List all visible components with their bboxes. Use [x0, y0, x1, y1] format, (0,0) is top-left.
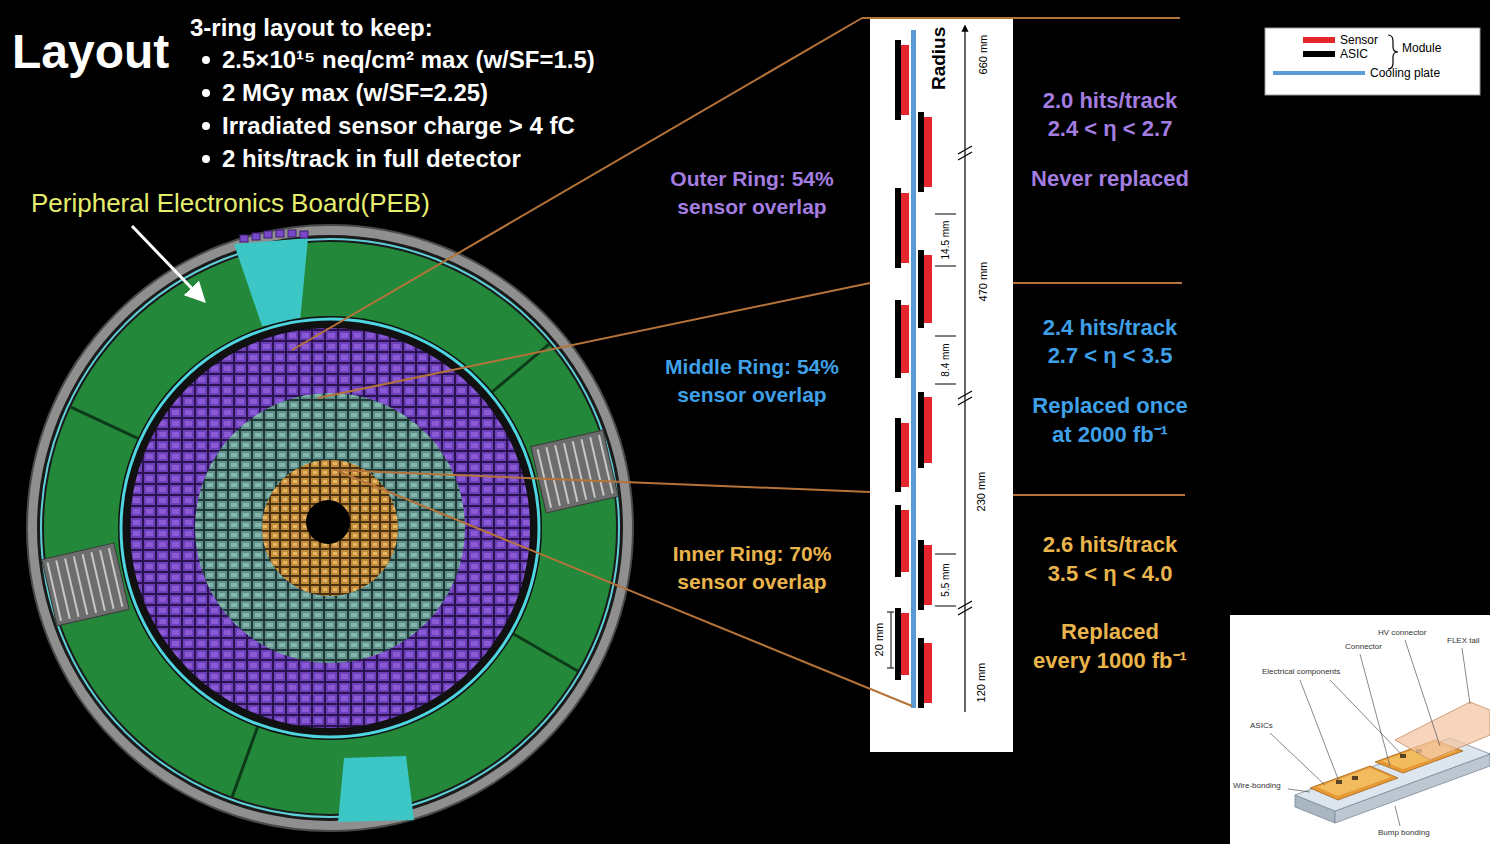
legend-text: ASIC — [1340, 47, 1368, 61]
dimension-label: 20 mm — [873, 623, 886, 657]
hits-note: 2.0 hits/track — [1043, 88, 1178, 114]
dimension-label: 470 mm — [977, 262, 990, 302]
detector-disk — [27, 225, 633, 831]
legend-swatch — [1303, 51, 1335, 57]
hits-note: 2.4 hits/track — [1043, 315, 1178, 341]
side-view-panel: Radius 660 mm 14.5 mm 470 mm 8.4 mm 230 mm 5.5… — [870, 18, 1013, 752]
slide-title: Layout — [12, 28, 169, 76]
requirement-item: 2.5×10¹⁵ neq/cm² max (w/SF=1.5) — [222, 46, 595, 75]
leader-line — [1013, 282, 1182, 284]
bullet-dots — [202, 56, 210, 163]
ring-label: Inner Ring: 70% sensor overlap — [649, 540, 856, 597]
eta-range: 2.4 < η < 2.7 — [1048, 116, 1173, 142]
middle-ring-modules — [195, 393, 465, 663]
pointer-arrow — [132, 226, 203, 300]
ring-label: Outer Ring: 54% sensor overlap — [649, 165, 856, 222]
axis-breaks — [958, 146, 972, 615]
service-connector-left — [42, 543, 129, 626]
dimension-label: 14.5 mm — [940, 221, 952, 260]
divider — [232, 727, 257, 797]
rim-gap — [37, 235, 623, 821]
outer-rim — [27, 225, 633, 831]
list-heading: 3-ring layout to keep: — [190, 14, 433, 43]
part-label: Connector — [1345, 642, 1382, 652]
divider — [514, 634, 578, 671]
replacement-note: Never replaced — [1031, 166, 1189, 192]
right-modules — [918, 112, 932, 708]
leader-line — [862, 17, 1180, 19]
bullet — [202, 155, 210, 163]
legend-brace — [1388, 35, 1398, 69]
legend-group-label: Module — [1402, 41, 1441, 55]
bullet — [202, 122, 210, 130]
outer-cyan-ring — [41, 239, 619, 817]
bullet — [202, 56, 210, 64]
hits-note: 2.6 hits/track — [1043, 532, 1178, 558]
outer-ring-modules — [130, 328, 530, 728]
side-view-ground — [870, 18, 1013, 752]
cyan-gap-top — [234, 238, 308, 326]
left-modules — [895, 40, 909, 680]
legend-text: Sensor — [1340, 33, 1378, 47]
beam-hole — [306, 500, 350, 544]
replacement-note: Replaced once at 2000 fb⁻¹ — [1031, 392, 1190, 449]
requirement-item: 2 MGy max (w/SF=2.25) — [222, 79, 488, 108]
eta-range: 3.5 < η < 4.0 — [1048, 561, 1173, 587]
rim-boxes — [240, 230, 308, 242]
legend-swatch — [1303, 37, 1335, 43]
bullet — [202, 89, 210, 97]
dimension-label: 5.5 mm — [940, 563, 952, 596]
cooling-plate — [911, 30, 916, 708]
part-label: ASICs — [1250, 721, 1273, 731]
service-connector-right — [531, 430, 618, 513]
module-illustration-panel: FLEX tail HV connectorConnectorElectrical… — [1230, 615, 1490, 844]
radius-axis — [964, 26, 965, 712]
legend-text: Cooling plate — [1370, 66, 1440, 80]
dimension-label: 8.4 mm — [940, 343, 952, 376]
cyan-gap-bottom — [338, 756, 414, 822]
dimension-label: 120 mm — [975, 663, 988, 703]
requirement-item: Irradiated sensor charge > 4 fC — [222, 112, 575, 141]
inner-ring-modules — [262, 460, 398, 596]
replacement-note: Replaced every 1000 fb⁻¹ — [1032, 618, 1189, 675]
side-view-modules — [887, 26, 972, 712]
module-illustration-ground — [1230, 615, 1490, 844]
divider — [71, 407, 138, 438]
part-label: FLEX tail — [1447, 636, 1479, 646]
dimension-label: 660 mm — [977, 35, 990, 75]
eta-range: 2.7 < η < 3.5 — [1048, 343, 1173, 369]
part-label: HV connector — [1378, 628, 1426, 638]
leader-line — [340, 472, 912, 706]
callout-label: Peripheral Electronics Board(PEB) — [28, 188, 433, 219]
legend-box — [1265, 28, 1480, 95]
requirement-item: 2 hits/track in full detector — [222, 145, 521, 174]
part-label: Bump bonding — [1378, 828, 1430, 838]
part-label: Electrical components — [1262, 667, 1340, 677]
axis-label: Radius — [929, 26, 952, 89]
ring-label: Middle Ring: 54% sensor overlap — [649, 353, 856, 410]
gap-ticks — [887, 214, 956, 668]
leader-line — [333, 470, 870, 492]
dimension-label: 230 mm — [975, 472, 988, 512]
leader-line — [1013, 494, 1185, 496]
part-label: Wire-bonding — [1233, 781, 1281, 791]
legend-swatch — [1273, 71, 1365, 75]
